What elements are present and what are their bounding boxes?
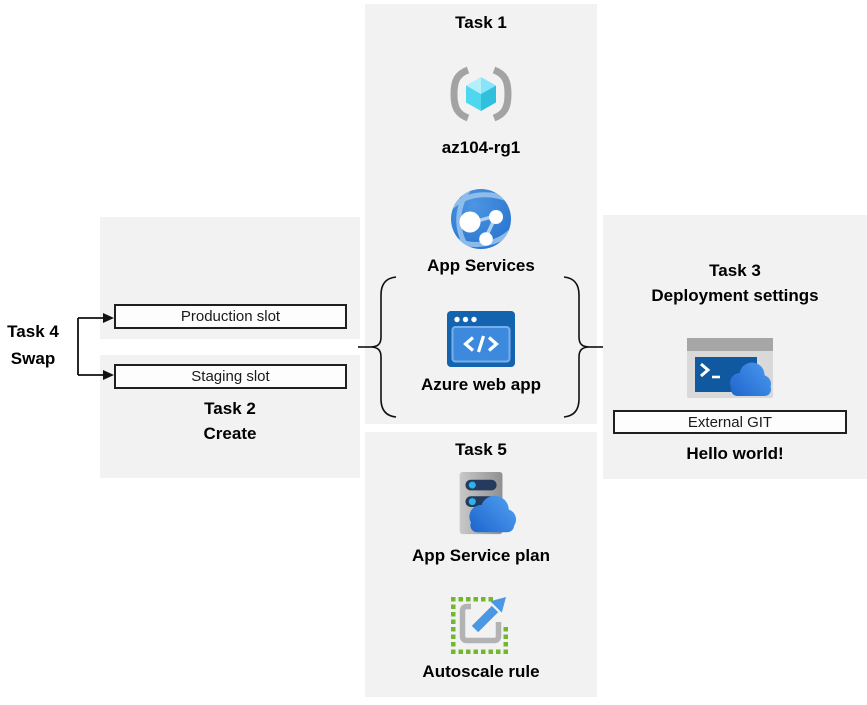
production-slot-box: Production slot [114,304,347,329]
external-git-box: External GIT [613,410,847,434]
task1-panel: Task 1 az104-rg1 [365,4,597,424]
task2-title: Task 2 [204,399,256,418]
task5-title: Task 5 [455,440,507,459]
staging-slot-label: Staging slot [191,368,270,385]
autoscale-label: Autoscale rule [422,662,540,681]
task2-subtitle: Create [203,424,257,443]
production-slot-panel: Production slot [100,217,360,339]
task4-title: Task 4 [7,322,59,341]
app-service-plan-label: App Service plan [412,546,550,565]
resource-group-label: az104-rg1 [441,138,521,157]
web-app-icon [447,311,515,367]
web-app-label: Azure web app [421,375,541,394]
task1-title: Task 1 [455,13,507,32]
staging-slot-panel: Staging slot Task 2 Create [100,355,360,478]
task3-panel: Task 3 Deployment settings External GIT [603,215,867,479]
external-git-label: External GIT [687,413,773,431]
production-slot-label: Production slot [180,308,281,325]
task4-subtitle: Swap [10,349,56,368]
task3-subtitle: Deployment settings [651,286,819,305]
resource-group-icon [450,66,512,122]
app-services-label: App Services [427,256,535,275]
task3-title: Task 3 [709,261,761,280]
task5-panel: Task 5 App Service plan [365,432,597,697]
app-services-icon [451,189,511,249]
task4-label-block: Task 4 Swap [0,318,66,372]
cloud-shell-icon [687,338,773,398]
hello-world-label: Hello world! [686,444,784,463]
app-service-plan-icon [459,471,517,535]
staging-slot-box: Staging slot [114,364,347,389]
autoscale-icon [451,597,508,654]
